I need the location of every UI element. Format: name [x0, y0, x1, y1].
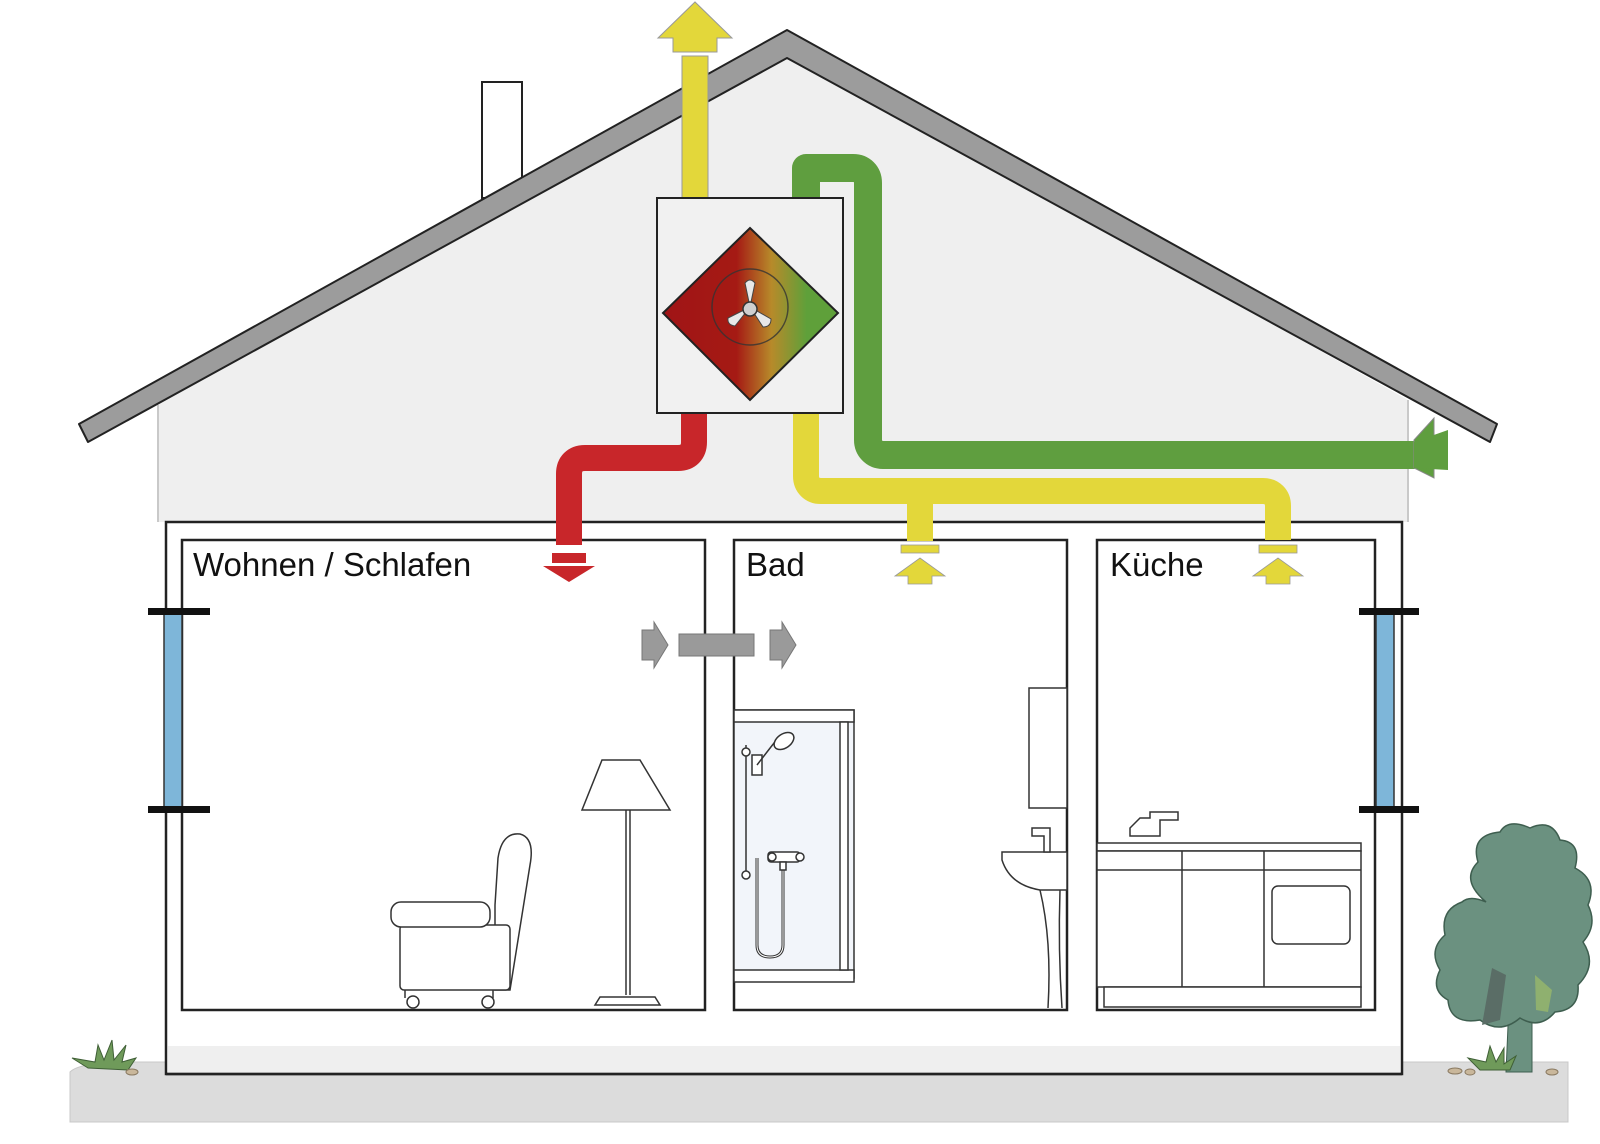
- roof: [78, 29, 1498, 443]
- outdoor-air-duct: [792, 154, 1448, 479]
- room-label-kueche: Küche: [1110, 546, 1204, 583]
- washbasin-icon: [1001, 687, 1068, 1009]
- ventilation-unit-fan-icon: [711, 268, 789, 346]
- extract-air-duct: [793, 412, 1305, 585]
- tree-icon: [1434, 823, 1593, 1073]
- shower-icon: [733, 709, 855, 983]
- kitchen-counter-icon: [1096, 811, 1362, 1008]
- grass-icon: [71, 1039, 1559, 1076]
- supply-air-duct: [543, 412, 707, 582]
- room-label-wohnen: Wohnen / Schlafen: [193, 546, 472, 583]
- room-label-bad: Bad: [746, 546, 805, 583]
- floor-lamp-icon: [580, 759, 672, 1006]
- window-left: [148, 608, 210, 813]
- window-right: [1359, 608, 1419, 813]
- armchair-icon: [390, 833, 532, 1009]
- overflow-air-transfer: [641, 620, 797, 670]
- ventilation-unit: [656, 197, 844, 414]
- exhaust-outlet-duct: [656, 1, 734, 202]
